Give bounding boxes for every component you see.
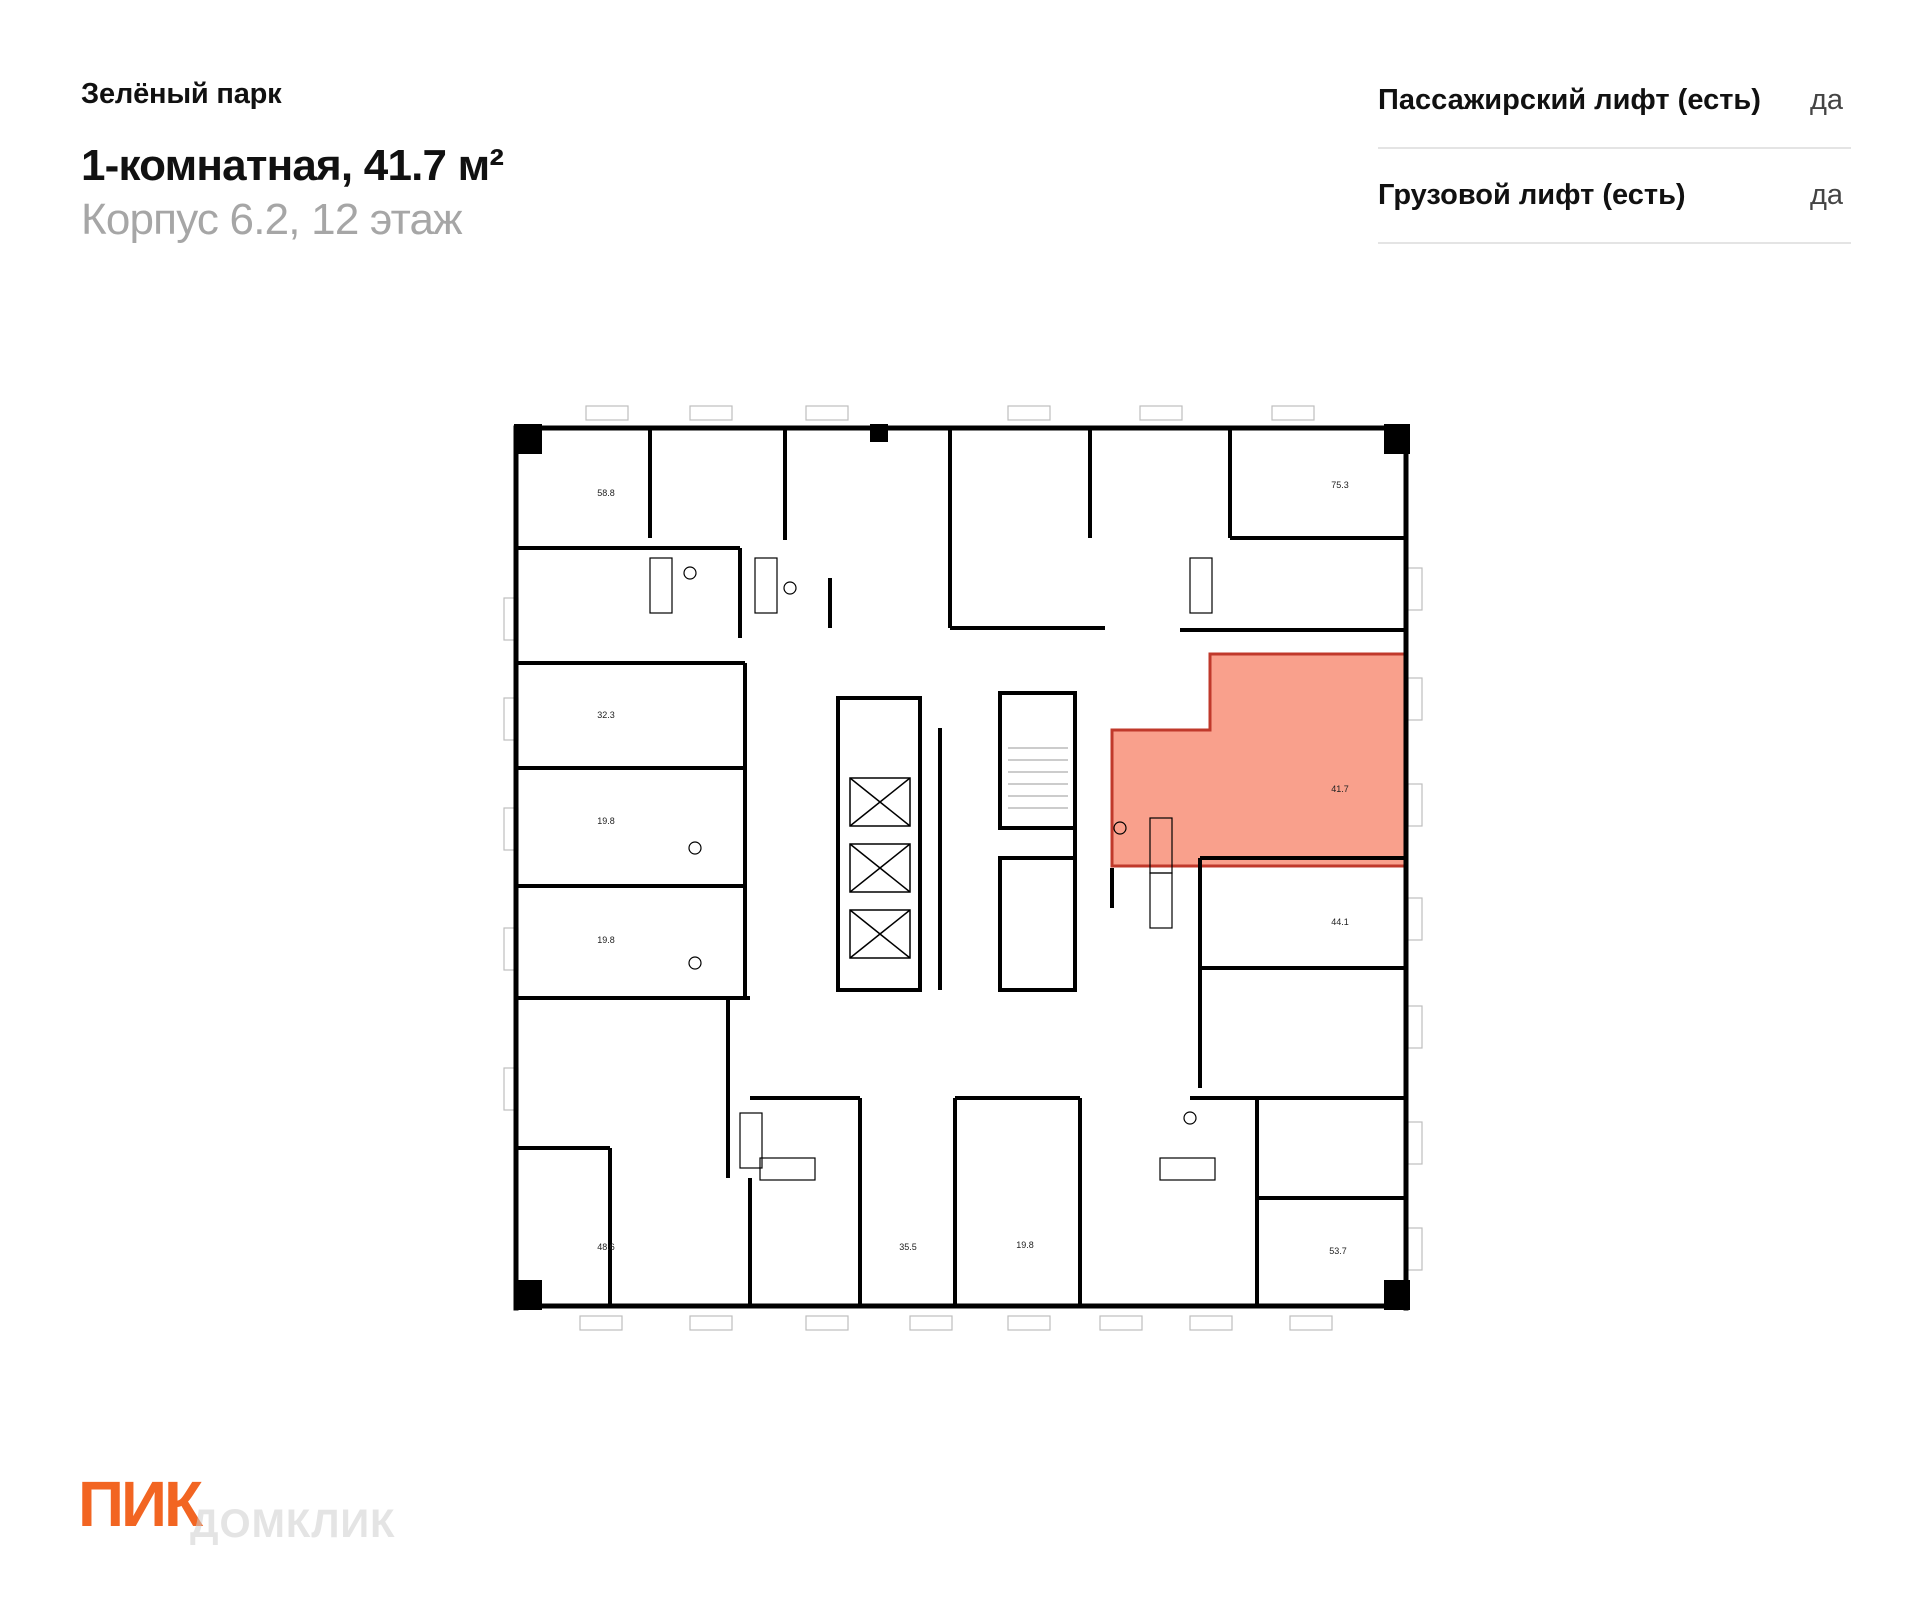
- unit-area-label: 53.7: [1329, 1246, 1347, 1256]
- pik-logo: ПИК: [78, 1468, 207, 1540]
- logo-text: ПИК: [78, 1476, 204, 1532]
- unit-area-label: 32.3: [597, 710, 615, 720]
- header: Зелёный парк 1-комнатная, 41.7 м² Корпус…: [81, 78, 504, 245]
- unit-area-label: 35.5: [899, 1242, 917, 1252]
- feature-value: да: [1809, 84, 1843, 116]
- unit-area-label: 19.8: [597, 935, 615, 945]
- feature-passenger-lift: Пассажирский лифт (есть) да: [1378, 54, 1851, 149]
- corner-columns: [514, 424, 1410, 1310]
- stairs: [1008, 747, 1068, 809]
- feature-value: да: [1809, 179, 1843, 211]
- fixtures: [649, 557, 1216, 1181]
- elevators: [849, 777, 911, 959]
- watermark: ДОМКЛИК: [190, 1502, 396, 1546]
- building-core: [836, 691, 1077, 992]
- unit-area-label-selected: 41.7: [1331, 784, 1349, 794]
- floor-plan-svg: 58.8 75.3 32.3 19.8 19.8 41.7 44.1 48.6 …: [503, 405, 1423, 1331]
- features-list: Пассажирский лифт (есть) да Грузовой лиф…: [1378, 54, 1851, 244]
- floor-plan: 58.8 75.3 32.3 19.8 19.8 41.7 44.1 48.6 …: [500, 398, 1440, 1343]
- windows: [503, 405, 1423, 1331]
- apartment-title: 1-комнатная, 41.7 м²: [81, 141, 504, 190]
- unit-area-labels: 58.8 75.3 32.3 19.8 19.8 41.7 44.1 48.6 …: [597, 480, 1349, 1256]
- unit-area-label: 75.3: [1331, 480, 1349, 490]
- unit-area-label: 48.6: [597, 1242, 615, 1252]
- unit-area-label: 19.8: [597, 816, 615, 826]
- selected-unit-highlight[interactable]: [1110, 652, 1407, 868]
- project-name: Зелёный парк: [81, 78, 282, 110]
- brand-logo: ПИК: [78, 1468, 238, 1540]
- feature-label: Грузовой лифт (есть): [1378, 179, 1686, 211]
- unit-area-label: 19.8: [1016, 1240, 1034, 1250]
- unit-area-label: 58.8: [597, 488, 615, 498]
- interior-walls: [516, 428, 1406, 1306]
- unit-area-label: 44.1: [1331, 917, 1349, 927]
- feature-freight-lift: Грузовой лифт (есть) да: [1378, 149, 1851, 244]
- feature-label: Пассажирский лифт (есть): [1378, 84, 1761, 116]
- building-floor: Корпус 6.2, 12 этаж: [81, 195, 463, 244]
